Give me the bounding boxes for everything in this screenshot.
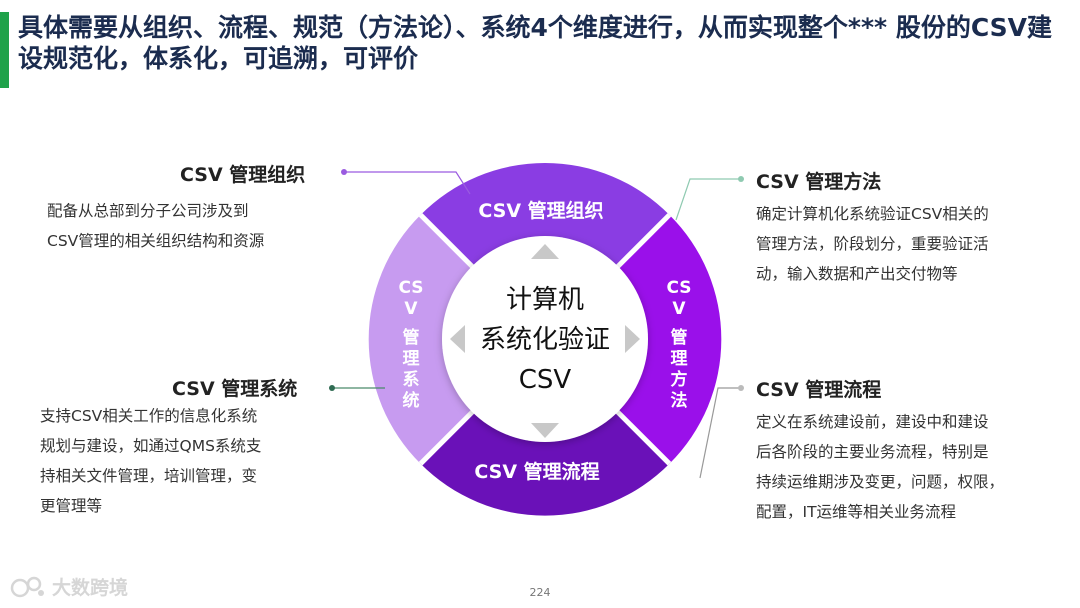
method-title: CSV 管理方法	[756, 171, 882, 193]
arrow-down-icon	[531, 423, 559, 438]
org-desc: 配备从总部到分子公司涉及到 CSV管理的相关组织结构和资源	[47, 202, 265, 250]
watermark-text: 大数跨境	[52, 577, 129, 599]
svg-text:方: 方	[671, 369, 688, 390]
page-number: 224	[529, 586, 551, 599]
org-title: CSV 管理组织	[180, 164, 306, 186]
center-line-3: CSV	[519, 365, 572, 395]
svg-text:理: 理	[671, 349, 688, 369]
connector-method	[675, 178, 741, 221]
svg-text:管: 管	[671, 327, 688, 348]
ring-label-bottom: CSV 管理流程	[474, 460, 599, 483]
connector-process-dot	[738, 385, 744, 391]
ring-label-top: CSV 管理组织	[478, 199, 603, 222]
svg-text:CS: CS	[398, 278, 423, 298]
watermark: 大数跨境	[10, 573, 128, 600]
svg-text:管: 管	[403, 327, 420, 348]
watermark-logo-icon	[10, 576, 44, 597]
ring-segment-top	[420, 162, 670, 268]
center-line-2: 系统化验证	[480, 325, 610, 355]
page-title: 具体需要从组织、流程、规范（方法论）、系统4个维度进行，从而实现整个*** 股份…	[18, 13, 1052, 73]
process-desc: 定义在系统建设前，建设中和建设 后各阶段的主要业务流程，特别是 持续运维期涉及变…	[756, 413, 1005, 521]
ring-segment-left	[368, 214, 474, 464]
process-title: CSV 管理流程	[756, 379, 882, 401]
center-circle	[442, 236, 648, 442]
arrow-right-icon	[625, 325, 640, 353]
svg-text:法: 法	[671, 390, 688, 411]
system-desc: 支持CSV相关工作的信息化系统 规划与建设，如通过QMS系统支 持相关文件管理，…	[40, 407, 262, 515]
connector-org-dot	[341, 169, 347, 175]
center-line-1: 计算机	[506, 285, 584, 315]
connector-method-dot	[738, 176, 744, 182]
title-accent-bar	[0, 12, 9, 88]
arrow-left-icon	[450, 325, 465, 353]
system-title: CSV 管理系统	[172, 378, 298, 400]
svg-text:系: 系	[403, 370, 420, 390]
arrow-up-icon	[531, 244, 559, 259]
ring-segment-right	[616, 214, 722, 464]
connector-system-dot	[329, 385, 335, 391]
ring-label-left: CS V 管 理 系 统	[398, 278, 423, 411]
svg-text:V: V	[672, 299, 686, 319]
ring-segment-bottom	[420, 410, 670, 516]
connector-process	[699, 387, 741, 479]
method-desc: 确定计算机化系统验证CSV相关的 管理方法，阶段划分，重要验证活 动，输入数据和…	[756, 205, 989, 283]
ring-dividers	[418, 213, 672, 466]
svg-text:统: 统	[403, 390, 420, 411]
connector-org	[344, 171, 471, 195]
ring-label-right: CS V 管 理 方 法	[666, 278, 691, 411]
svg-text:CS: CS	[666, 278, 691, 298]
svg-text:理: 理	[403, 349, 420, 369]
svg-text:V: V	[404, 299, 418, 319]
